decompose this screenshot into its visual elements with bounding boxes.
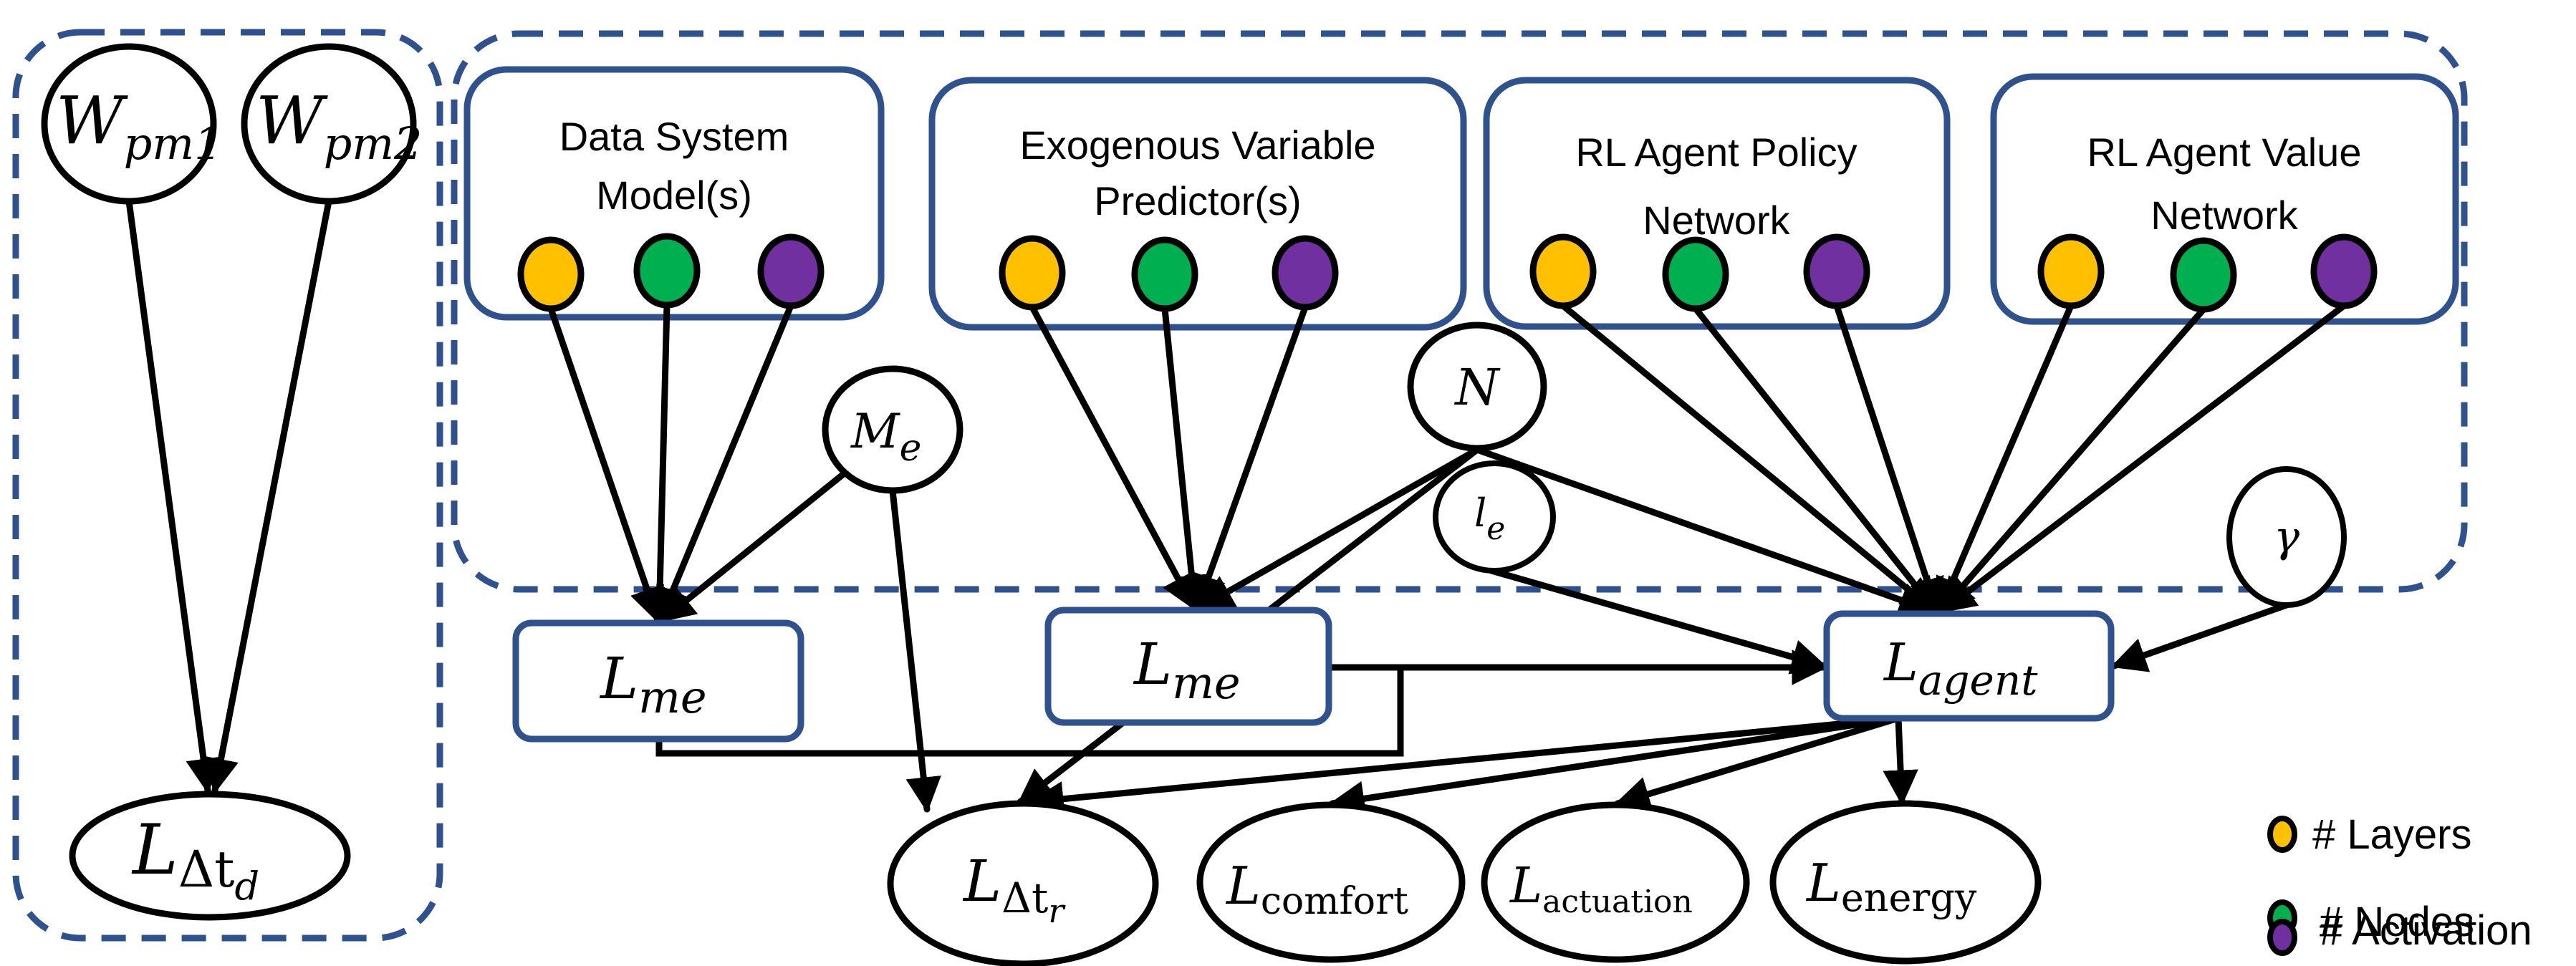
svg-text:Wpm2: Wpm2 [256,82,423,170]
legend: # Layers # Nodes # Activation [2267,811,2532,956]
edge-val-activation-to-agent [1939,302,2347,614]
edge-agent-to-ldtr [1028,715,1902,817]
svg-text:Lme: Lme [1133,631,1241,709]
edge-me-to-ldtr [889,487,941,813]
model-box-title-line2: Network [2150,193,2298,238]
node-l-dt-d: LΔtd [69,791,351,921]
node-w-pm1: Wpm1 [41,43,223,205]
svg-text:Lcomfort: Lcomfort [1225,856,1408,923]
data-system-models-dot-nodes [633,233,701,309]
legend-label: # Nodes [2320,899,2474,945]
svg-text:le: le [1474,491,1505,547]
edge-val-nodes-to-agent [1938,306,2207,614]
network-group-frame [451,30,2468,593]
edge-n-to-lme2 [1197,446,1481,611]
model-box-title-line2: Predictor(s) [1094,178,1301,223]
edge-agent-to-actuation [1614,715,1902,811]
edge-wpm1-to-ldtd [125,198,221,794]
edge-val-layers-to-agent [1936,302,2075,614]
exogenous-variable-predictors-dot-layers [999,235,1066,311]
hyperparameter-dots [517,233,2378,313]
model-box-title-line1: RL Agent Value [2087,130,2362,175]
edges [125,198,2347,817]
svg-text:Wpm1: Wpm1 [56,82,223,170]
edge-pol-activation-to-agent [1833,302,1944,614]
edge-me-to-lme1 [658,469,849,624]
edge-ex-activation-to-lme2 [1191,304,1309,611]
edge-pol-nodes-to-agent [1692,305,1939,614]
edge-n-to-agent [1474,446,1935,617]
exogenous-variable-predictors-dot-nodes [1131,236,1198,312]
legend-item-layers: # Layers [2267,811,2471,858]
rl-agent-policy-network-dot-nodes [1662,236,1729,312]
edge-agent-to-comfort [1329,715,1902,816]
edge-pol-layers-to-agent [1559,302,1938,614]
legend-label: # Layers [2312,811,2471,858]
node-w-pm2: Wpm2 [241,43,423,205]
rl-agent-value-network-dot-activation [2310,233,2378,309]
model-box-title-line1: Data System [559,114,789,159]
edge-lme1-to-agent [655,664,1404,757]
node-m-e: Me [822,365,963,494]
left-group-frame [12,29,443,942]
model-box-title-line1: RL Agent Policy [1575,130,1857,175]
rl-agent-policy-network-dot-layers [1529,233,1597,309]
rl-agent-value-network-dot-nodes [2170,237,2237,313]
loss-box-l-agent: Lagent [1823,610,2115,722]
edge-le-to-agent [1488,567,1827,675]
loss-box-l-me-data: Lme [512,619,804,743]
loss-term-l-actuation: Lactuation [1481,801,1750,963]
node-n: N [1407,322,1547,452]
loss-box-l-me-exogenous: Lme [1044,607,1332,726]
svg-text:LΔtd: LΔtd [131,810,259,909]
edge-ds-layers-to-lme1 [547,305,664,624]
edge-ex-nodes-to-lme2 [1161,305,1210,611]
legend-item-activation: # Activation [2267,907,2532,956]
svg-text:Lenergy: Lenergy [1805,853,1977,920]
legend-label: # Activation [2320,907,2532,954]
rl-agent-policy-network-dot-activation [1803,233,1870,309]
data-system-models-dot-layers [517,236,585,312]
node-gamma: γ [2226,466,2347,608]
svg-text:Lme: Lme [599,645,707,723]
model-box-title-line2: Model(s) [596,173,752,218]
exogenous-variable-predictors-dot-activation [1272,235,1339,311]
svg-text:Lactuation: Lactuation [1509,858,1693,920]
edge-gamma-to-agent [2110,602,2290,672]
rl-agent-value-network-dot-layers [2037,233,2105,309]
edge-ex-layers-to-lme2 [1029,304,1197,611]
svg-text:Me: Me [850,404,921,470]
loss-term-l-energy: Lenergy [1769,800,2042,965]
edge-ds-nodes-to-lme1 [642,301,678,624]
edge-agent-to-energy [1883,715,1918,806]
model-box-title-line2: Network [1643,198,1790,243]
svg-text:Lagent: Lagent [1883,632,2038,705]
edge-ds-activation-to-lme1 [656,302,794,624]
model-box-title-line1: Exogenous Variable [1019,122,1375,168]
svg-text:N: N [1453,358,1501,417]
loss-term-l-comfort: Lcomfort [1196,801,1466,963]
svg-text:γ: γ [2274,512,2299,562]
legend-dot-layers [2267,816,2297,853]
edge-wpm2-to-ldtd [203,198,332,794]
svg-text:LΔtr: LΔtr [962,848,1066,930]
legend-dot-activation [2267,919,2297,956]
loss-term-l-dt-r: LΔtr [887,800,1159,966]
node-l-e: le [1433,460,1556,574]
data-system-models-dot-activation [757,233,825,309]
